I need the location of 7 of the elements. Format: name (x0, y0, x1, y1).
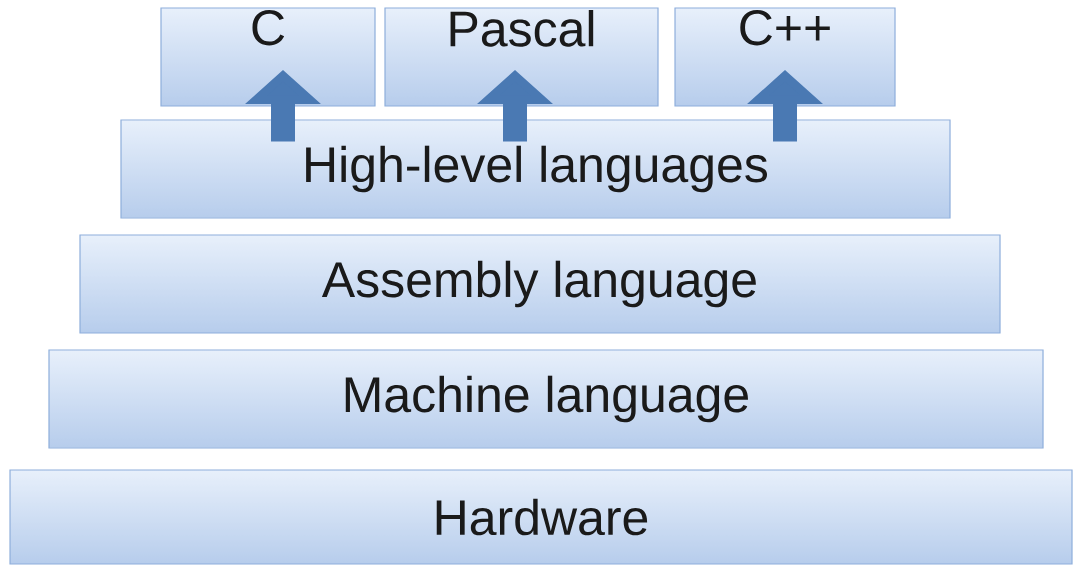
language-box: C (160, 7, 376, 107)
language-box: C++ (674, 7, 896, 107)
language-box: Pascal (384, 7, 659, 107)
layer-box: Hardware (9, 469, 1073, 565)
layer-box: Machine language (48, 349, 1044, 449)
layer-box: High-level languages (120, 119, 951, 219)
layer-box: Assembly language (79, 234, 1001, 334)
